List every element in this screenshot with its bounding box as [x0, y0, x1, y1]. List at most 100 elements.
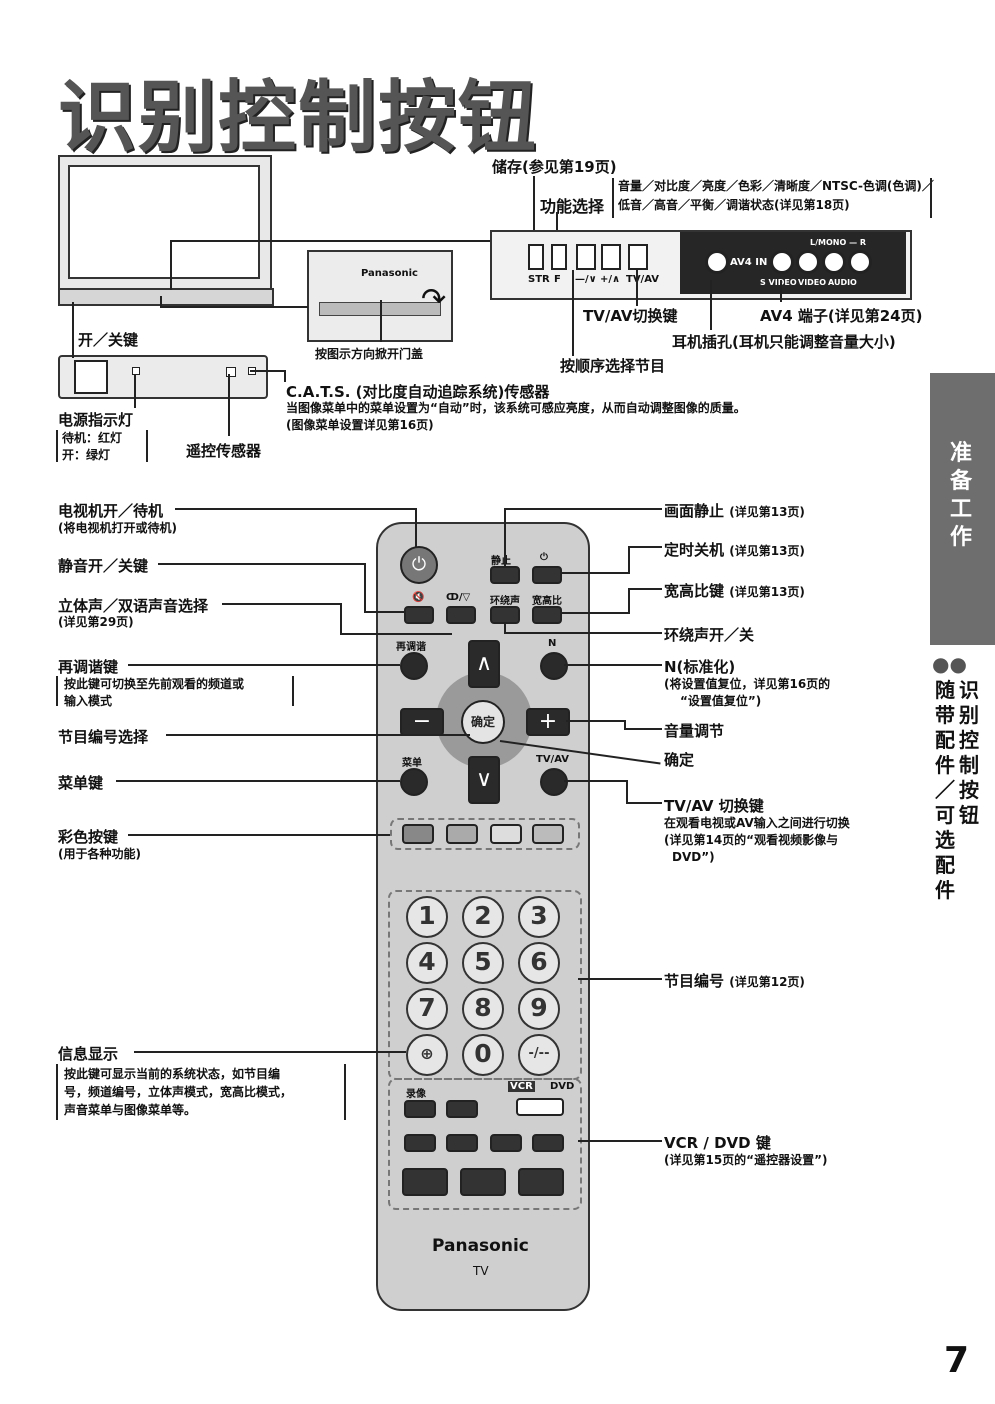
mute-label: 静音开／关键 — [58, 557, 149, 575]
digit-6-button[interactable]: 6 — [518, 942, 560, 984]
str-button[interactable] — [528, 244, 544, 270]
standby-red-label: 待机：红灯 — [62, 431, 123, 445]
timer-label: 定时关机 (详见第13页) — [664, 541, 805, 559]
info-button[interactable]: ⊕ — [406, 1034, 448, 1076]
n-button-label: N — [548, 638, 557, 649]
record-label: 录像 — [406, 1089, 426, 1100]
page-number: 7 — [943, 1340, 969, 1381]
vcr-dvd-desc: (详见第15页的“遥控器设置”) — [664, 1153, 828, 1167]
yellow-button[interactable] — [490, 824, 522, 844]
color-buttons-desc: (用于各种功能) — [58, 847, 141, 861]
remote-sensor-window — [226, 367, 236, 377]
vol-up-button[interactable] — [601, 244, 621, 270]
recall-label: 再调谐键 — [58, 658, 119, 676]
aspect-label: 宽高比键 (详见第13页) — [664, 582, 805, 600]
pause-button[interactable] — [460, 1168, 506, 1196]
remote-brand: Panasonic — [432, 1236, 529, 1256]
panel-label-f: F — [554, 274, 561, 285]
tv-power-desc: (将电视机打开或待机) — [58, 521, 177, 535]
menu-button-label: 菜单 — [402, 758, 422, 769]
function-select-label: 功能选择 — [540, 197, 605, 216]
info-desc-1: 按此键可显示当前的系统状态，如节目编 — [64, 1067, 281, 1081]
volume-down-button[interactable]: − — [400, 708, 444, 736]
digit-9-button[interactable]: 9 — [518, 988, 560, 1030]
vcr-ch-up-button[interactable] — [446, 1134, 478, 1152]
volume-up-button[interactable]: + — [526, 708, 570, 736]
tvav-button[interactable] — [540, 768, 568, 796]
digit-4-button[interactable]: 4 — [406, 942, 448, 984]
play-button[interactable] — [518, 1168, 564, 1196]
surround-button-label: 环绕声 — [490, 596, 520, 607]
off-timer-button[interactable] — [532, 566, 562, 584]
arrow-curve-icon: ↷ — [421, 282, 447, 317]
stereo-button-label: ↀ/▽ — [446, 592, 471, 603]
dvd-label: DVD — [550, 1081, 575, 1092]
ok-button[interactable]: 确定 — [461, 700, 505, 744]
stereo-button[interactable] — [446, 606, 476, 624]
digit-3-button[interactable]: 3 — [518, 896, 560, 938]
fast-forward-button[interactable] — [532, 1134, 564, 1152]
panel-label-str: STR — [528, 274, 550, 285]
surround-label: 环绕声开／关 — [664, 626, 755, 644]
power-key-label: 开／关键 — [78, 331, 139, 349]
audio-right-port — [848, 250, 872, 274]
subsection-label-2: 识别控制按钮 — [959, 678, 979, 827]
vcr-power-button[interactable] — [446, 1100, 478, 1118]
tv-power-button[interactable]: ⏻ — [400, 546, 438, 584]
av4-port-label: AV4 IN — [730, 257, 768, 268]
vcr-label: VCR — [508, 1081, 535, 1092]
still-label: 画面静止 (详见第13页) — [664, 502, 805, 520]
still-button[interactable] — [490, 566, 520, 584]
svideo-port — [770, 250, 794, 274]
menu-button[interactable] — [400, 768, 428, 796]
digit-7-button[interactable]: 7 — [406, 988, 448, 1030]
channel-select-label: 按顺序选择节目 — [560, 357, 666, 375]
red-button[interactable] — [402, 824, 434, 844]
info-desc-2: 号，频道编号，立体声模式，宽高比模式， — [64, 1085, 293, 1099]
blue-button[interactable] — [532, 824, 564, 844]
rewind-button[interactable] — [490, 1134, 522, 1152]
mute-button[interactable] — [404, 606, 434, 624]
video-label: VIDEO — [798, 278, 827, 287]
still-button-label: 静止 — [491, 556, 511, 567]
program-select-label: 节目编号选择 — [58, 728, 149, 746]
mono-label: L/MONO — R — [810, 238, 867, 247]
headphone-label: 耳机插孔(耳机只能调整音量大小) — [672, 333, 896, 351]
green-button[interactable] — [446, 824, 478, 844]
tvav-panel-button[interactable] — [628, 244, 648, 270]
channel-down-button[interactable]: ∨ — [468, 756, 500, 804]
normal-desc-1: (将设置值复位，详见第16页的 — [664, 677, 831, 691]
vcr-ch-down-button[interactable] — [404, 1134, 436, 1152]
vol-down-button[interactable] — [576, 244, 596, 270]
tv-screen — [68, 165, 260, 279]
dash-button[interactable]: -/-- — [518, 1034, 560, 1076]
aspect-button[interactable] — [532, 606, 562, 624]
audio-label: AUDIO — [828, 278, 857, 287]
normal-desc-2: “设置值复位”) — [680, 694, 762, 708]
power-indicator-label: 电源指示灯 — [58, 411, 134, 429]
stop-button[interactable] — [402, 1168, 448, 1196]
vcr-dvd-label: VCR / DVD 键 — [664, 1134, 771, 1152]
color-buttons-label: 彩色按键 — [58, 828, 119, 846]
flap-brand: Panasonic — [361, 268, 418, 279]
vcr-dvd-switch[interactable] — [516, 1098, 564, 1116]
tv-front-power-panel — [58, 355, 268, 399]
channel-up-button[interactable]: ∧ — [468, 640, 500, 688]
svideo-label: S VIDEO — [760, 278, 797, 287]
record-button[interactable] — [404, 1100, 436, 1118]
tv-base — [58, 288, 274, 306]
recall-button[interactable] — [400, 652, 428, 680]
f-button[interactable] — [551, 244, 567, 270]
mute-icon: 🔇 — [412, 592, 425, 603]
digit-1-button[interactable]: 1 — [406, 896, 448, 938]
video-port — [796, 250, 820, 274]
store-label: 储存(参见第19页) — [492, 158, 617, 176]
digit-0-button[interactable]: 0 — [462, 1034, 504, 1076]
section-tab-label: 准备工作 — [949, 441, 972, 550]
digit-5-button[interactable]: 5 — [462, 942, 504, 984]
normalize-button[interactable] — [540, 652, 568, 680]
subsection-label: 随带配件／可选配件 — [935, 678, 955, 902]
power-switch[interactable] — [74, 360, 108, 394]
digit-8-button[interactable]: 8 — [462, 988, 504, 1030]
digit-2-button[interactable]: 2 — [462, 896, 504, 938]
